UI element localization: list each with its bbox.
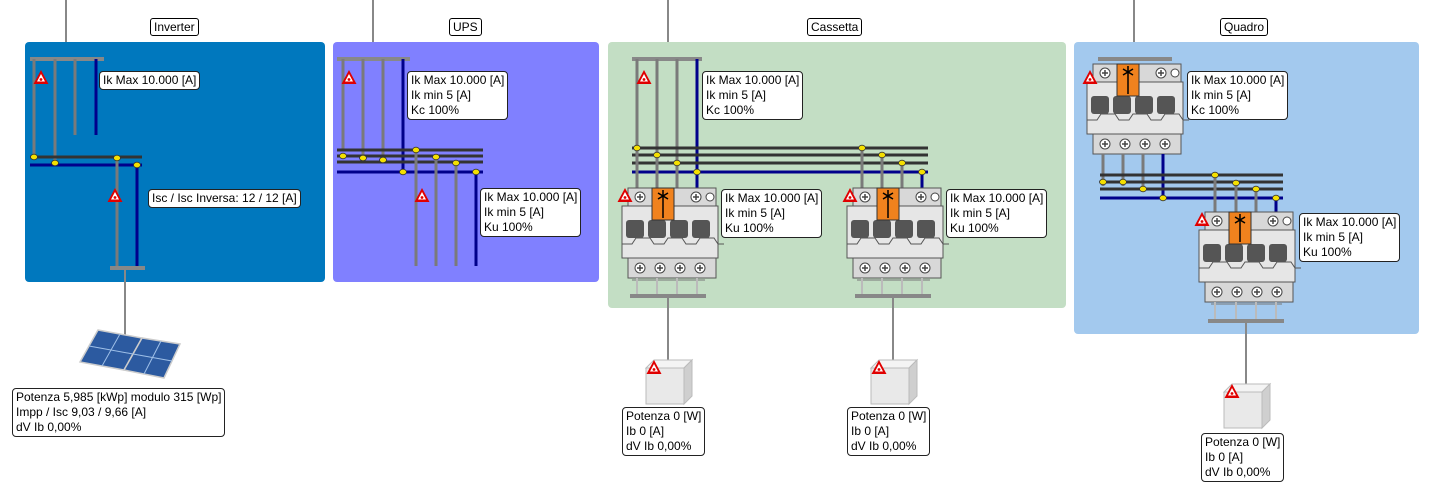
cassetta-breaker2-label: Ik Max 10.000 [A]Ik min 5 [A]Ku 100% xyxy=(946,189,1048,238)
ups-bus-label: Ik Max 10.000 [A]Ik min 5 [A]Kc 100% xyxy=(407,71,509,120)
quadro-breaker-label: Ik Max 10.000 [A]Ik min 5 [A]Ku 100% xyxy=(1299,213,1401,262)
load2-label: Potenza 0 [W]Ib 0 [A]dV Ib 0,00% xyxy=(847,407,931,456)
inverter-bus-label: Ik Max 10.000 [A] xyxy=(99,71,201,90)
cassetta-breaker1-label: Ik Max 10.000 [A]Ik min 5 [A]Ku 100% xyxy=(721,189,823,238)
panel-title-inverter: Inverter xyxy=(150,18,199,36)
pv-generator-label: Potenza 5,985 [kWp] modulo 315 [Wp]Impp … xyxy=(12,388,226,437)
load3-label: Potenza 0 [W]Ib 0 [A]dV Ib 0,00% xyxy=(1201,433,1285,482)
quadro-bus-label: Ik Max 10.000 [A]Ik min 5 [A]Kc 100% xyxy=(1187,71,1289,120)
panel-title-quadro: Quadro xyxy=(1220,18,1269,36)
load1-label: Potenza 0 [W]Ib 0 [A]dV Ib 0,00% xyxy=(622,407,706,456)
panel-title-cassetta: Cassetta xyxy=(807,18,863,36)
ups-out-label: Ik Max 10.000 [A]Ik min 5 [A]Ku 100% xyxy=(480,188,582,237)
solar-panel-icon xyxy=(78,329,182,379)
cassetta-bus-label: Ik Max 10.000 [A]Ik min 5 [A]Kc 100% xyxy=(702,71,804,120)
panel-title-ups: UPS xyxy=(449,18,482,36)
inverter-isc-label: Isc / Isc Inversa: 12 / 12 [A] xyxy=(148,189,301,208)
